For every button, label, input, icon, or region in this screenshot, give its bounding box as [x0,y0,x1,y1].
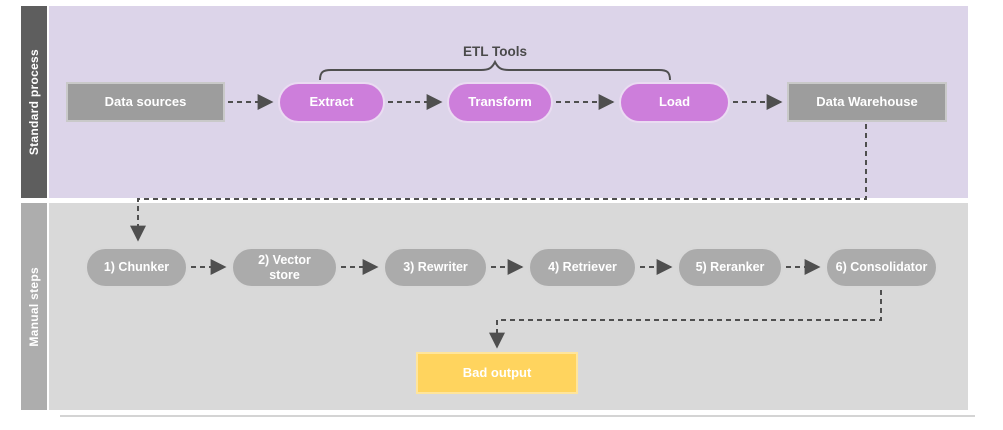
node-rewriter[interactable]: 3) Rewriter [383,247,488,288]
node-bad-output-label: Bad output [462,364,532,380]
lane-header-manual-steps: Manual steps [21,203,47,410]
lane-label-manual-steps: Manual steps [27,266,41,347]
node-reranker-label: 5) Reranker [695,260,765,275]
node-extract[interactable]: Extract [278,82,385,123]
node-extract-label: Extract [309,94,354,110]
node-transform[interactable]: Transform [447,82,553,123]
node-data-warehouse-label: Data Warehouse [816,93,918,109]
node-data-warehouse[interactable]: Data Warehouse [787,82,947,122]
node-chunker-label: 1) Chunker [103,260,170,275]
lane-header-standard-process: Standard process [21,6,47,198]
node-bad-output[interactable]: Bad output [416,352,578,394]
node-data-sources-label: Data sources [104,93,187,109]
node-vector-store[interactable]: 2) Vector store [231,247,338,288]
lane-label-standard-process: Standard process [27,48,41,156]
node-transform-label: Transform [468,94,532,110]
node-retriever[interactable]: 4) Retriever [528,247,637,288]
node-rewriter-label: 3) Rewriter [403,260,468,275]
node-consolidator[interactable]: 6) Consolidator [825,247,938,288]
node-reranker[interactable]: 5) Reranker [677,247,783,288]
node-chunker[interactable]: 1) Chunker [85,247,188,288]
node-data-sources[interactable]: Data sources [66,82,225,122]
node-consolidator-label: 6) Consolidator [835,260,928,275]
node-load-label: Load [658,94,691,110]
node-vector-store-label: 2) Vector store [258,253,311,282]
node-retriever-label: 4) Retriever [548,260,617,275]
bottom-divider [60,415,975,417]
node-load[interactable]: Load [619,82,730,123]
etl-tools-label: ETL Tools [463,44,527,59]
